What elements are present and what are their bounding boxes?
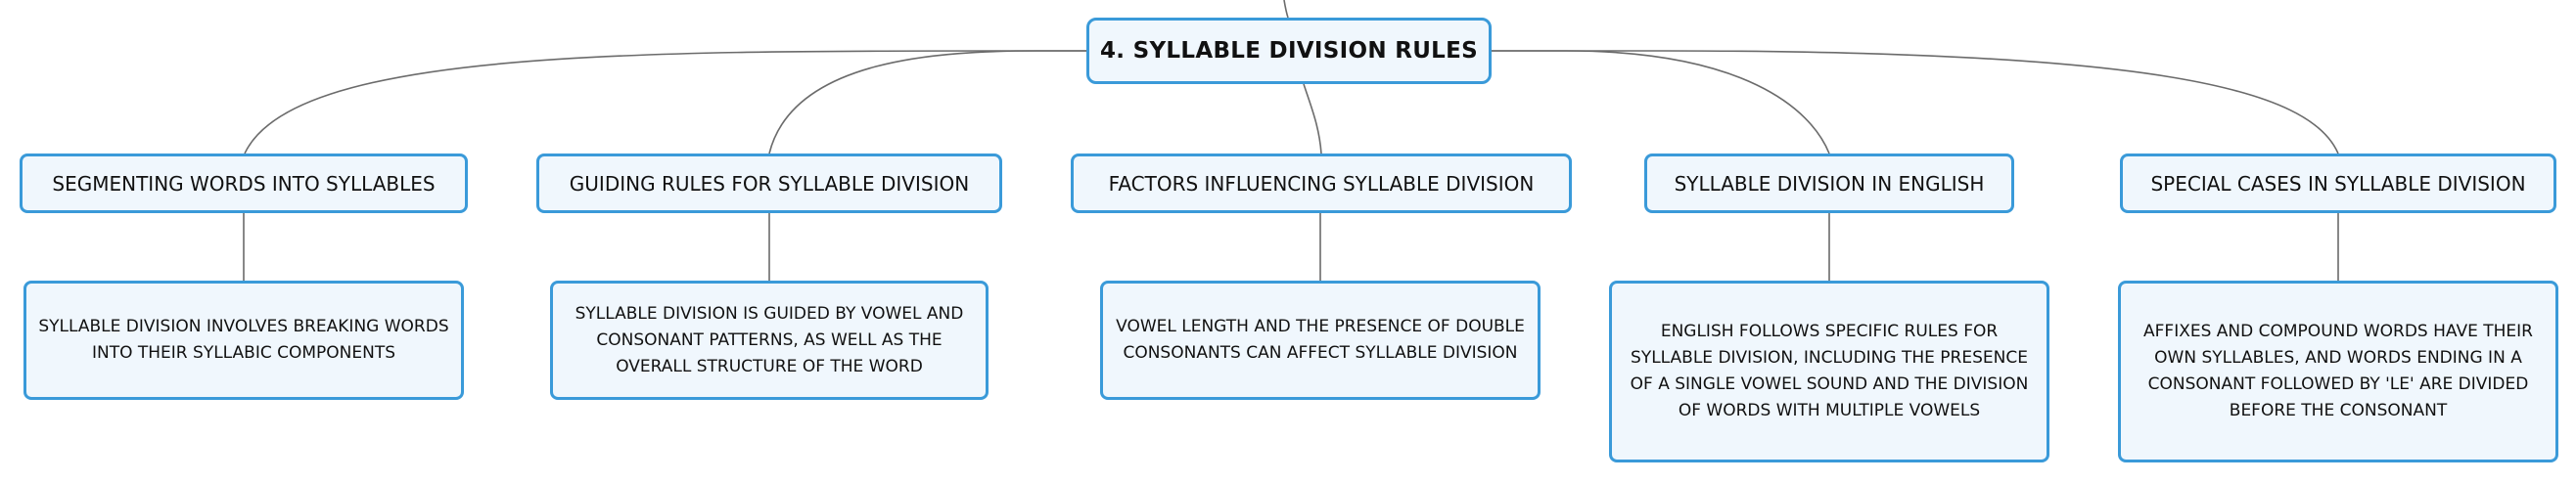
connector-root-topic-4: [1492, 50, 2339, 154]
topic-node-guiding-rules[interactable]: GUIDING RULES FOR SYLLABLE DIVISION: [536, 154, 1002, 213]
topic-label: SYLLABLE DIVISION IN ENGLISH: [1674, 171, 1985, 196]
detail-text: ENGLISH FOLLOWS SPECIFIC RULES FOR SYLLA…: [1630, 322, 2029, 420]
detail-text: AFFIXES AND COMPOUND WORDS HAVE THEIR OW…: [2143, 322, 2533, 420]
detail-node-guiding-rules[interactable]: SYLLABLE DIVISION IS GUIDED BY VOWEL AND…: [550, 281, 989, 400]
detail-node-english[interactable]: ENGLISH FOLLOWS SPECIFIC RULES FOR SYLLA…: [1609, 281, 2049, 462]
topic-node-segmenting[interactable]: SEGMENTING WORDS INTO SYLLABLES: [20, 154, 468, 213]
detail-node-special-cases[interactable]: AFFIXES AND COMPOUND WORDS HAVE THEIR OW…: [2118, 281, 2558, 462]
root-label: 4. SYLLABLE DIVISION RULES: [1099, 38, 1479, 64]
detail-text: SYLLABLE DIVISION IS GUIDED BY VOWEL AND…: [575, 303, 964, 376]
detail-node-factors[interactable]: VOWEL LENGTH AND THE PRESENCE OF DOUBLE …: [1100, 281, 1541, 400]
topic-node-english[interactable]: SYLLABLE DIVISION IN ENGLISH: [1644, 154, 2014, 213]
connector-root-topic-2: [1303, 83, 1322, 154]
detail-text: VOWEL LENGTH AND THE PRESENCE OF DOUBLE …: [1116, 317, 1525, 363]
topic-node-factors[interactable]: FACTORS INFLUENCING SYLLABLE DIVISION: [1071, 154, 1572, 213]
parent-connector: [1283, 0, 1289, 19]
connector-root-topic-1: [768, 50, 1086, 154]
detail-text: SYLLABLE DIVISION INVOLVES BREAKING WORD…: [38, 317, 449, 363]
topic-label: SPECIAL CASES IN SYLLABLE DIVISION: [2150, 171, 2526, 196]
topic-label: FACTORS INFLUENCING SYLLABLE DIVISION: [1108, 171, 1535, 196]
connector-root-topic-0: [244, 50, 1086, 154]
topic-node-special-cases[interactable]: SPECIAL CASES IN SYLLABLE DIVISION: [2120, 154, 2556, 213]
topic-label: GUIDING RULES FOR SYLLABLE DIVISION: [569, 171, 970, 196]
connector-root-topic-3: [1492, 50, 1830, 154]
root-node[interactable]: 4. SYLLABLE DIVISION RULES: [1086, 18, 1492, 84]
topic-label: SEGMENTING WORDS INTO SYLLABLES: [52, 171, 436, 196]
detail-node-segmenting[interactable]: SYLLABLE DIVISION INVOLVES BREAKING WORD…: [23, 281, 464, 400]
